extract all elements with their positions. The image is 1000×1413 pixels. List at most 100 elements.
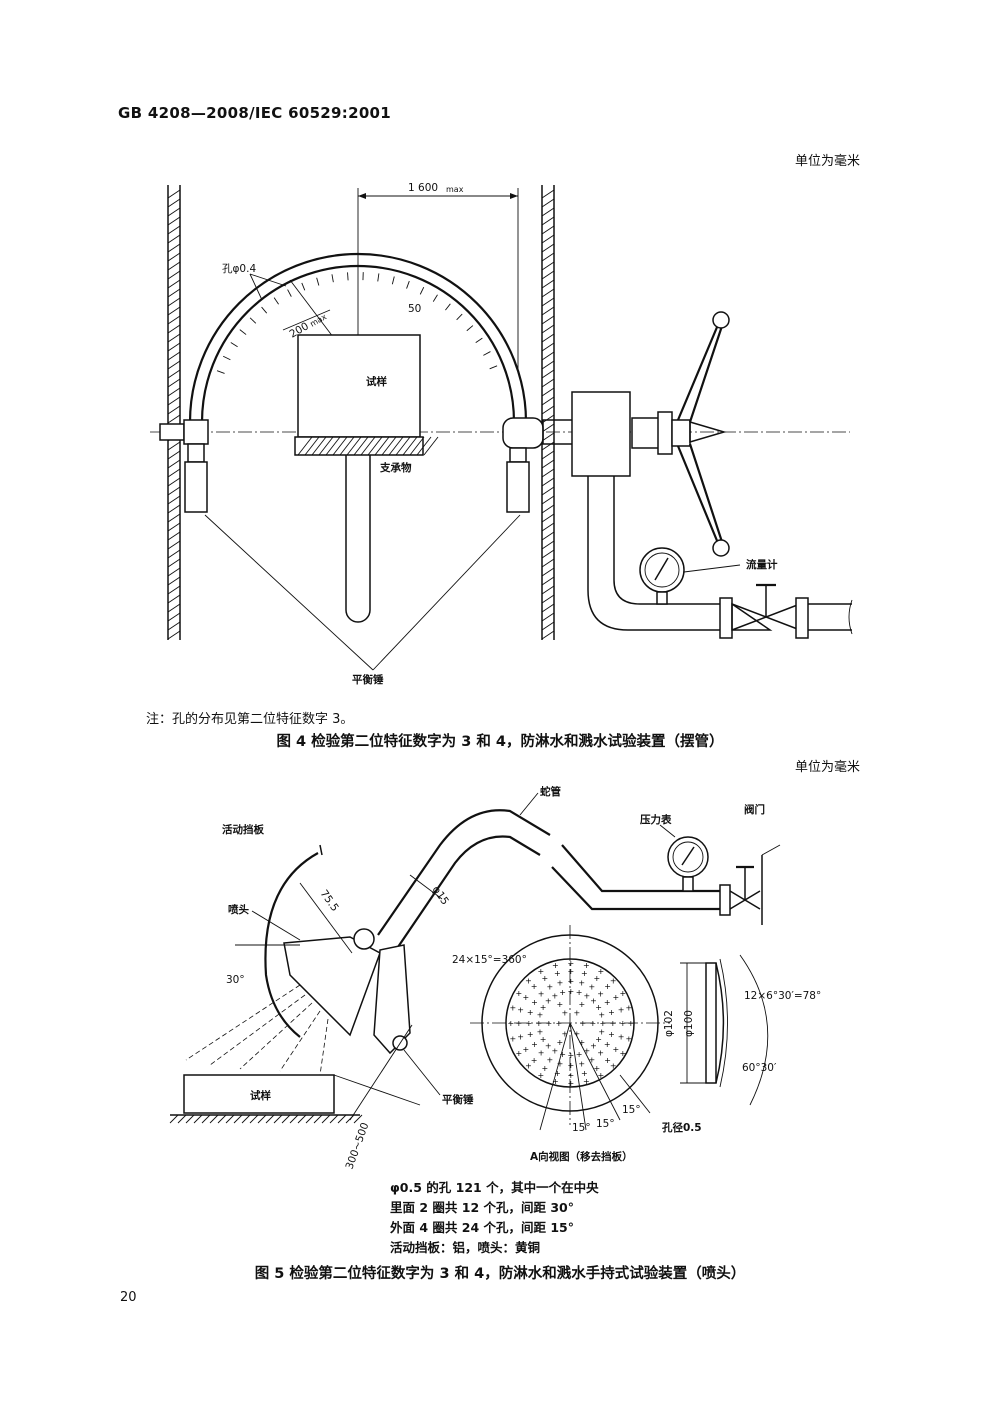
svg-text:+: +	[522, 993, 529, 1002]
svg-text:+: +	[581, 969, 588, 978]
angle-60-label: 60°30′	[742, 1062, 777, 1074]
svg-text:+: +	[526, 1019, 533, 1028]
fig5-unit-note: 单位为毫米	[794, 760, 860, 775]
svg-text:+: +	[510, 1035, 517, 1044]
svg-text:+: +	[597, 1049, 604, 1058]
note-line: 活动挡板：铝，喷头：黄铜	[390, 1240, 541, 1255]
svg-text:+: +	[581, 1069, 588, 1078]
svg-text:+: +	[545, 1042, 552, 1051]
svg-text:+: +	[557, 978, 564, 987]
svg-text:+: +	[542, 974, 549, 983]
dim-300-500: 300~500	[344, 1121, 372, 1171]
view-a-label: A向视图（移去挡板）	[530, 1150, 633, 1163]
svg-text:+: +	[619, 989, 626, 998]
svg-text:+: +	[583, 961, 590, 970]
dia-100: φ100	[683, 1010, 695, 1037]
svg-text:+: +	[578, 978, 585, 987]
fig5-notes: φ0.5 的孔 121 个，其中一个在中央 里面 2 圈共 12 个孔，间距 3…	[390, 1178, 599, 1258]
svg-text:+: +	[589, 983, 596, 992]
fig5-sample-label: 试样	[250, 1089, 271, 1102]
svg-text:+: +	[590, 996, 597, 1005]
svg-text:+: +	[559, 988, 566, 997]
svg-text:+: +	[619, 1049, 626, 1058]
svg-text:+: +	[527, 1008, 534, 1017]
svg-text:+: +	[531, 998, 538, 1007]
svg-text:+: +	[568, 1051, 575, 1060]
shield-label: 活动挡板	[222, 823, 264, 836]
svg-text:+: +	[538, 989, 545, 998]
svg-text:+: +	[597, 989, 604, 998]
svg-text:+: +	[531, 1056, 538, 1065]
svg-text:+: +	[525, 1061, 532, 1070]
svg-text:+: +	[562, 1009, 569, 1018]
svg-text:+: +	[625, 1003, 632, 1012]
svg-text:+: +	[598, 967, 605, 976]
svg-text:+: +	[578, 1060, 585, 1069]
support-label: 支承物	[379, 461, 412, 474]
svg-text:+: +	[522, 1045, 529, 1054]
svg-text:+: +	[559, 1050, 566, 1059]
svg-text:+: +	[576, 1050, 583, 1059]
scale-mark: 50	[408, 303, 421, 315]
svg-text:+: +	[608, 1008, 615, 1017]
fig4-unit-note: 单位为毫米	[794, 154, 860, 169]
counterweight-label: 平衡锤	[352, 673, 384, 686]
svg-text:+: +	[552, 961, 559, 970]
svg-text:+: +	[547, 1055, 554, 1064]
svg-text:+: +	[527, 1030, 534, 1039]
svg-text:+: +	[531, 1040, 538, 1049]
flowmeter-label: 流量计	[746, 558, 778, 571]
svg-text:+: +	[537, 1011, 544, 1020]
standard-header: GB 4208—2008/IEC 60529:2001	[118, 104, 392, 122]
dim-width-label: 1 600	[408, 182, 438, 194]
svg-text:+: +	[552, 1047, 559, 1056]
svg-text:+: +	[538, 967, 545, 976]
svg-text:+: +	[594, 1064, 601, 1073]
svg-text:+: +	[557, 1000, 564, 1009]
svg-text:+: +	[517, 1032, 524, 1041]
svg-text:+: +	[620, 1019, 627, 1028]
svg-text:+: +	[562, 1029, 569, 1038]
svg-text:+: +	[516, 1049, 523, 1058]
svg-text:+: +	[568, 977, 575, 986]
svg-text:+: +	[547, 983, 554, 992]
svg-text:+: +	[568, 987, 575, 996]
svg-text:+: +	[557, 1038, 564, 1047]
svg-text:+: +	[610, 1019, 617, 1028]
svg-text:+: +	[568, 959, 575, 968]
svg-text:+: +	[589, 1055, 596, 1064]
svg-text:+: +	[556, 1019, 563, 1028]
fig4-caption: 图 4 检验第二位特征数字为 3 和 4，防淋水和溅水试验装置（摆管）	[276, 734, 724, 750]
note-line: 里面 2 圈共 12 个孔，间距 30°	[390, 1200, 574, 1215]
svg-text:+: +	[557, 1060, 564, 1069]
hose-label: 蛇管	[540, 785, 561, 798]
svg-text:+: +	[604, 1056, 611, 1065]
fig5-counterweight-label: 平衡锤	[442, 1093, 474, 1106]
svg-text:+: +	[584, 991, 591, 1000]
hole-dia-label: 孔径0.5	[662, 1121, 702, 1134]
note-line: φ0.5 的孔 121 个，其中一个在中央	[390, 1180, 599, 1195]
svg-text:+: +	[598, 1011, 605, 1020]
svg-text:+: +	[576, 988, 583, 997]
dia-102: φ102	[663, 1010, 675, 1037]
svg-text:+: +	[604, 998, 611, 1007]
angle-15b: 15°	[596, 1118, 615, 1130]
svg-text:+: +	[604, 982, 611, 991]
svg-text:+: +	[510, 1003, 517, 1012]
fig5-drawing: 蛇管 压力表 阀门 活动挡板 喷头 75.5 φ15 30° 试样	[169, 785, 821, 1171]
svg-text:+: +	[583, 1077, 590, 1086]
svg-text:+: +	[568, 1071, 575, 1080]
svg-text:+: +	[610, 1061, 617, 1070]
fig4-note: 注：孔的分布见第二位特征数字 3。	[146, 712, 354, 727]
svg-text:+: +	[628, 1019, 635, 1028]
svg-text:+: +	[552, 991, 559, 1000]
right-wall	[541, 185, 555, 640]
svg-text:+: +	[595, 1035, 602, 1044]
svg-text:+: +	[613, 1045, 620, 1054]
svg-text:+: +	[537, 1027, 544, 1036]
svg-text:+: +	[542, 1064, 549, 1073]
svg-text:+: +	[594, 974, 601, 983]
svg-text:+: +	[545, 996, 552, 1005]
svg-text:+: +	[517, 1006, 524, 1015]
angle-15c: 15°	[622, 1104, 641, 1116]
